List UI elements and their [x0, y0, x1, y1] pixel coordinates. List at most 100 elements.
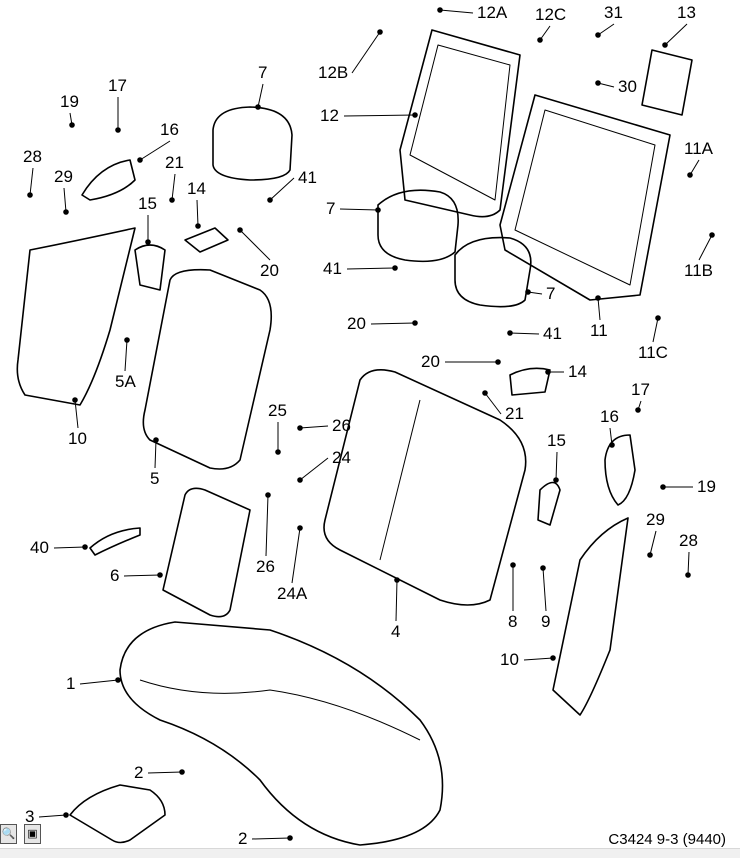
leader-line: [597, 23, 615, 36]
callout-11a: 11A: [684, 139, 713, 158]
callout-19: 19: [697, 477, 716, 496]
arrow-head: [609, 442, 615, 448]
spring-40: [89, 527, 141, 556]
arrow-head: [297, 477, 303, 483]
callout-12a: 12A: [477, 3, 508, 22]
arrow-head: [553, 477, 559, 483]
leader-line: [269, 177, 295, 201]
callout-11c: 11C: [638, 343, 668, 362]
arrow-head: [412, 112, 418, 118]
mat-13: [641, 49, 693, 116]
arrow-head: [655, 315, 661, 321]
leader-line: [343, 114, 416, 117]
callout-4: 4: [391, 622, 401, 641]
arrow-head: [72, 397, 78, 403]
leader-line: [53, 546, 86, 549]
arrow-head: [635, 407, 641, 413]
arrow-head: [394, 577, 400, 583]
leader-line: [147, 771, 183, 774]
callout-2: 2: [238, 829, 248, 848]
leader-line: [370, 322, 416, 325]
arrow-head: [709, 232, 715, 238]
leader-line: [29, 167, 34, 196]
callout-16: 16: [600, 407, 619, 426]
leader-line: [63, 187, 67, 213]
callout-7: 7: [258, 63, 268, 82]
leader-line: [439, 9, 474, 14]
leader-line: [539, 25, 551, 41]
arrow-head: [482, 390, 488, 396]
callout-9: 9: [541, 612, 551, 631]
leader-line: [698, 234, 713, 261]
arrow-head: [137, 157, 143, 163]
arrow-head: [662, 42, 668, 48]
callout-24: 24: [332, 448, 351, 467]
leader-line: [196, 199, 199, 227]
zoom-button[interactable]: 🔍: [0, 824, 17, 844]
leader-line: [123, 574, 161, 577]
leader-line: [649, 530, 657, 556]
arrow-head: [550, 655, 556, 661]
arrow-head: [69, 122, 75, 128]
callout-16: 16: [160, 120, 179, 139]
callout-19: 19: [60, 92, 79, 111]
leader-line: [351, 31, 381, 74]
leader-line: [239, 229, 271, 261]
callout-8: 8: [508, 612, 518, 631]
arrow-head: [545, 369, 551, 375]
headrest-guides-14: [184, 227, 551, 396]
fit-frame-button[interactable]: ▣: [24, 824, 41, 844]
arrow-head: [153, 437, 159, 443]
arrow-head: [412, 320, 418, 326]
callout-12b: 12B: [318, 63, 349, 82]
leader-line: [291, 527, 301, 584]
arrow-head: [437, 7, 443, 13]
callout-12: 12: [320, 106, 339, 125]
arrow-head: [275, 449, 281, 455]
callout-14: 14: [568, 362, 587, 381]
arrow-head: [115, 677, 121, 683]
trim-3: [69, 784, 166, 844]
arrow-head: [124, 337, 130, 343]
backrest-cushion-5: [142, 268, 273, 470]
callout-41: 41: [323, 259, 342, 278]
panel-6: [162, 487, 251, 618]
callout-3: 3: [25, 807, 35, 826]
leader-line: [38, 814, 67, 818]
side-panel-10-left: [16, 227, 136, 406]
callout-14: 14: [187, 179, 206, 198]
callout-1: 1: [66, 674, 76, 693]
magnifier-zoom-icon: 🔍: [1, 828, 16, 840]
callout-26: 26: [256, 557, 275, 576]
seat-cushion-1: [119, 621, 444, 846]
callout-25: 25: [268, 401, 287, 420]
callout-15: 15: [138, 194, 157, 213]
arrow-head: [82, 544, 88, 550]
callout-41: 41: [543, 324, 562, 343]
arrow-head: [237, 227, 243, 233]
arrow-head: [195, 223, 201, 229]
arrow-head: [169, 197, 175, 203]
arrow-head: [660, 484, 666, 490]
callout-12c: 12C: [535, 5, 567, 24]
callout-30: 30: [618, 77, 637, 96]
arrow-head: [507, 330, 513, 336]
callout-17: 17: [108, 76, 127, 95]
callout-20: 20: [347, 314, 366, 333]
leader-line: [139, 140, 171, 161]
callout-6: 6: [110, 566, 120, 585]
leader-line: [346, 267, 396, 270]
leader-line: [79, 679, 119, 685]
backrest-frame-12: [399, 29, 521, 218]
arrow-head: [115, 127, 121, 133]
arrow-head: [179, 769, 185, 775]
leader-line: [171, 173, 176, 201]
arrow-head: [595, 80, 601, 86]
arrow-head: [510, 562, 516, 568]
leader-line: [664, 23, 688, 46]
arrow-head: [297, 525, 303, 531]
callout-20: 20: [421, 352, 440, 371]
leader-line: [74, 399, 79, 429]
trim-16-right: [604, 434, 636, 506]
